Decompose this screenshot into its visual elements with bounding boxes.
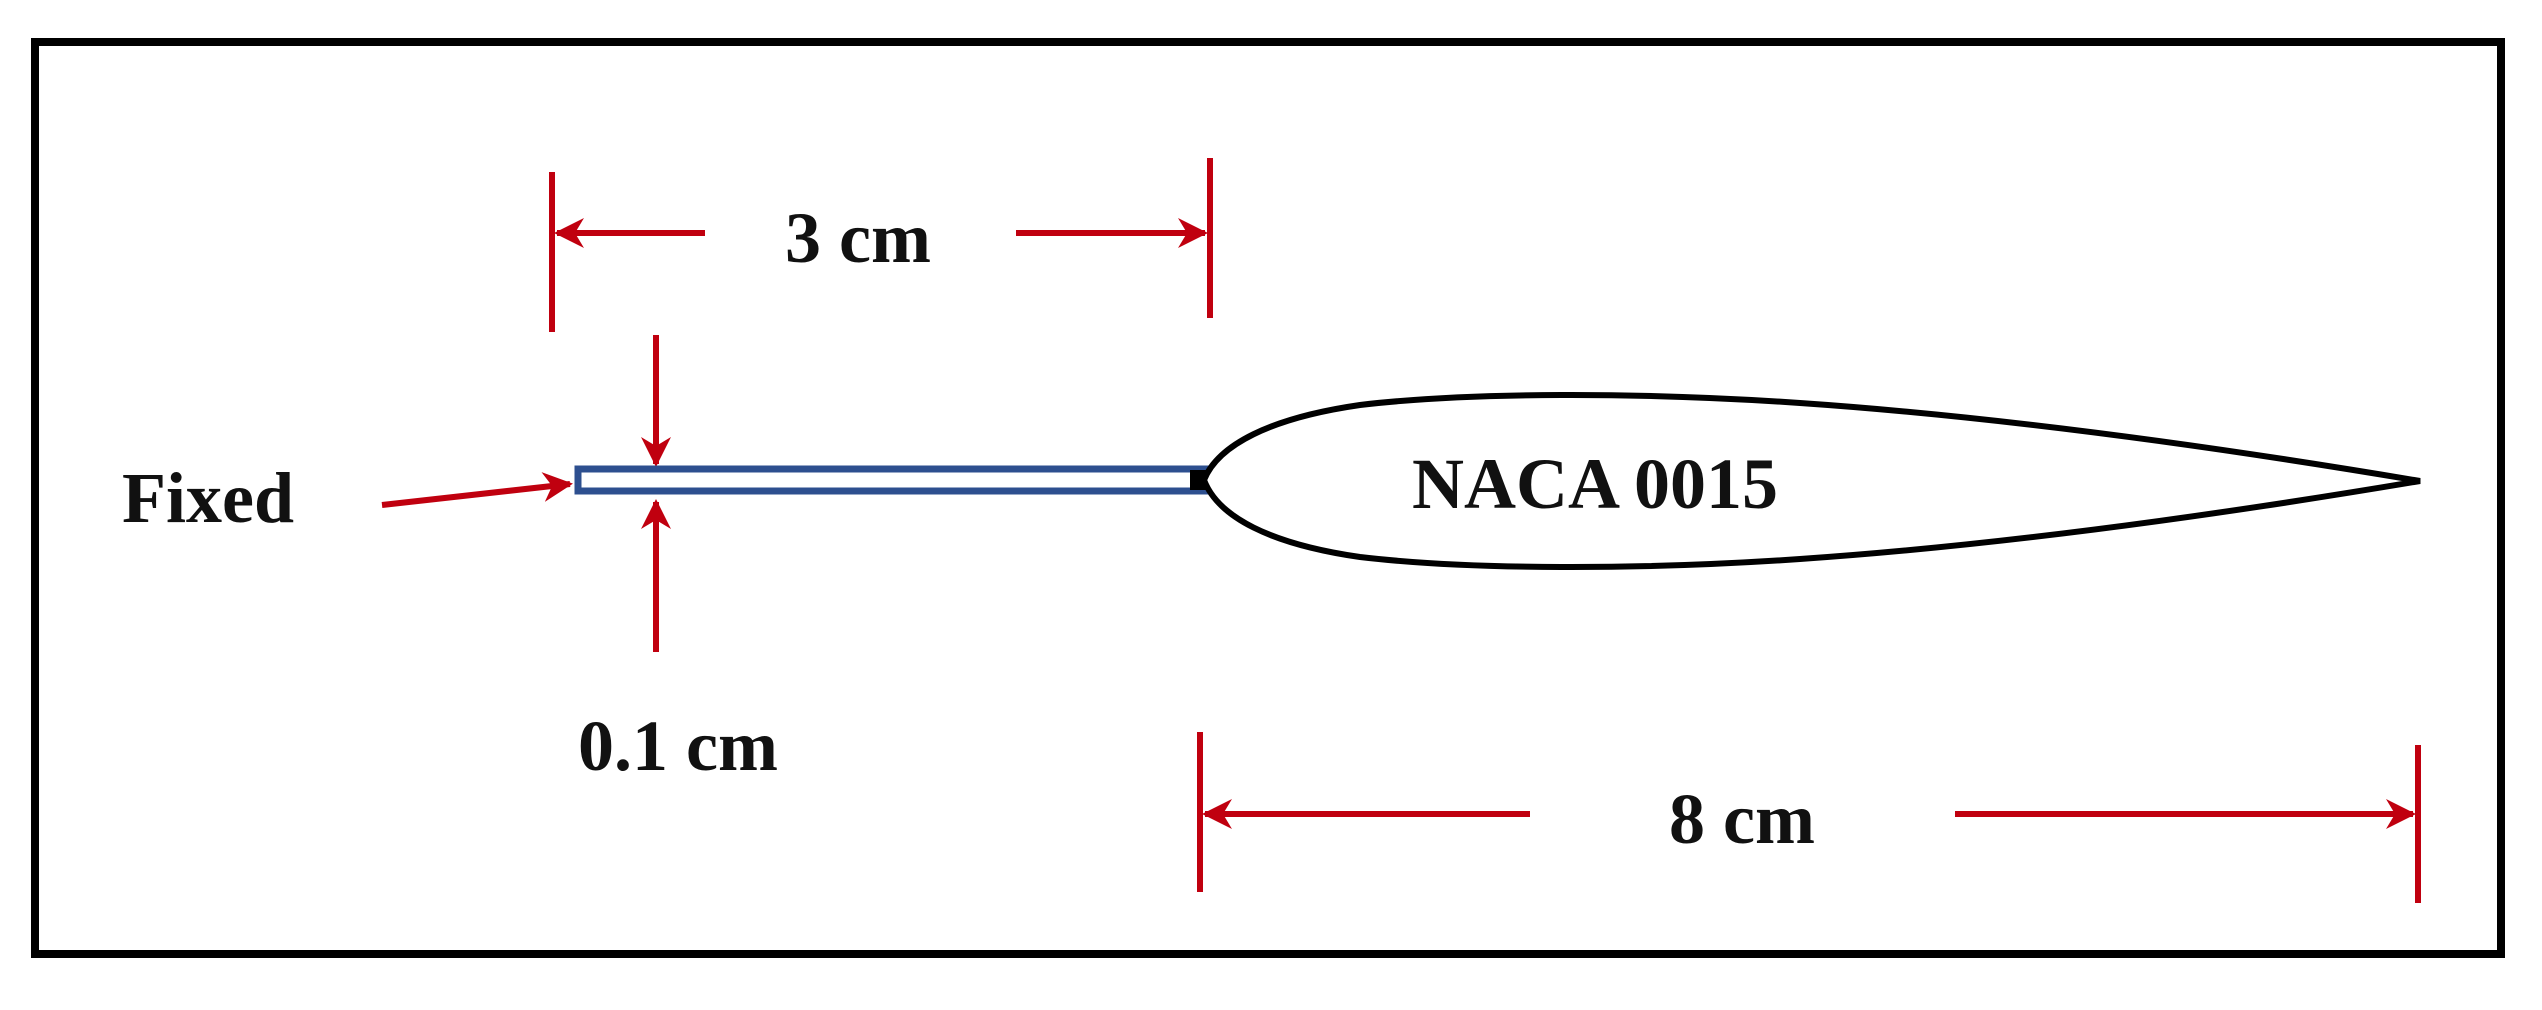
chord-dimension: 8 cm (1197, 732, 2421, 903)
fixed-arrow (381, 472, 573, 508)
fixed-label: Fixed (122, 458, 294, 538)
airfoil-outline (1200, 392, 2421, 570)
thickness-label: 0.1 cm (578, 706, 778, 786)
fixed-support: Fixed (122, 458, 573, 538)
span-label: 3 cm (785, 198, 931, 278)
chord-label: 8 cm (1669, 779, 1815, 859)
thickness-dimension: 0.1 cm (578, 335, 778, 786)
flexible-plate (574, 465, 1210, 495)
airfoil-label: NACA 0015 (1412, 444, 1778, 524)
span-dimension: 3 cm (549, 158, 1213, 332)
airfoil: NACA 0015 (1200, 392, 2421, 570)
